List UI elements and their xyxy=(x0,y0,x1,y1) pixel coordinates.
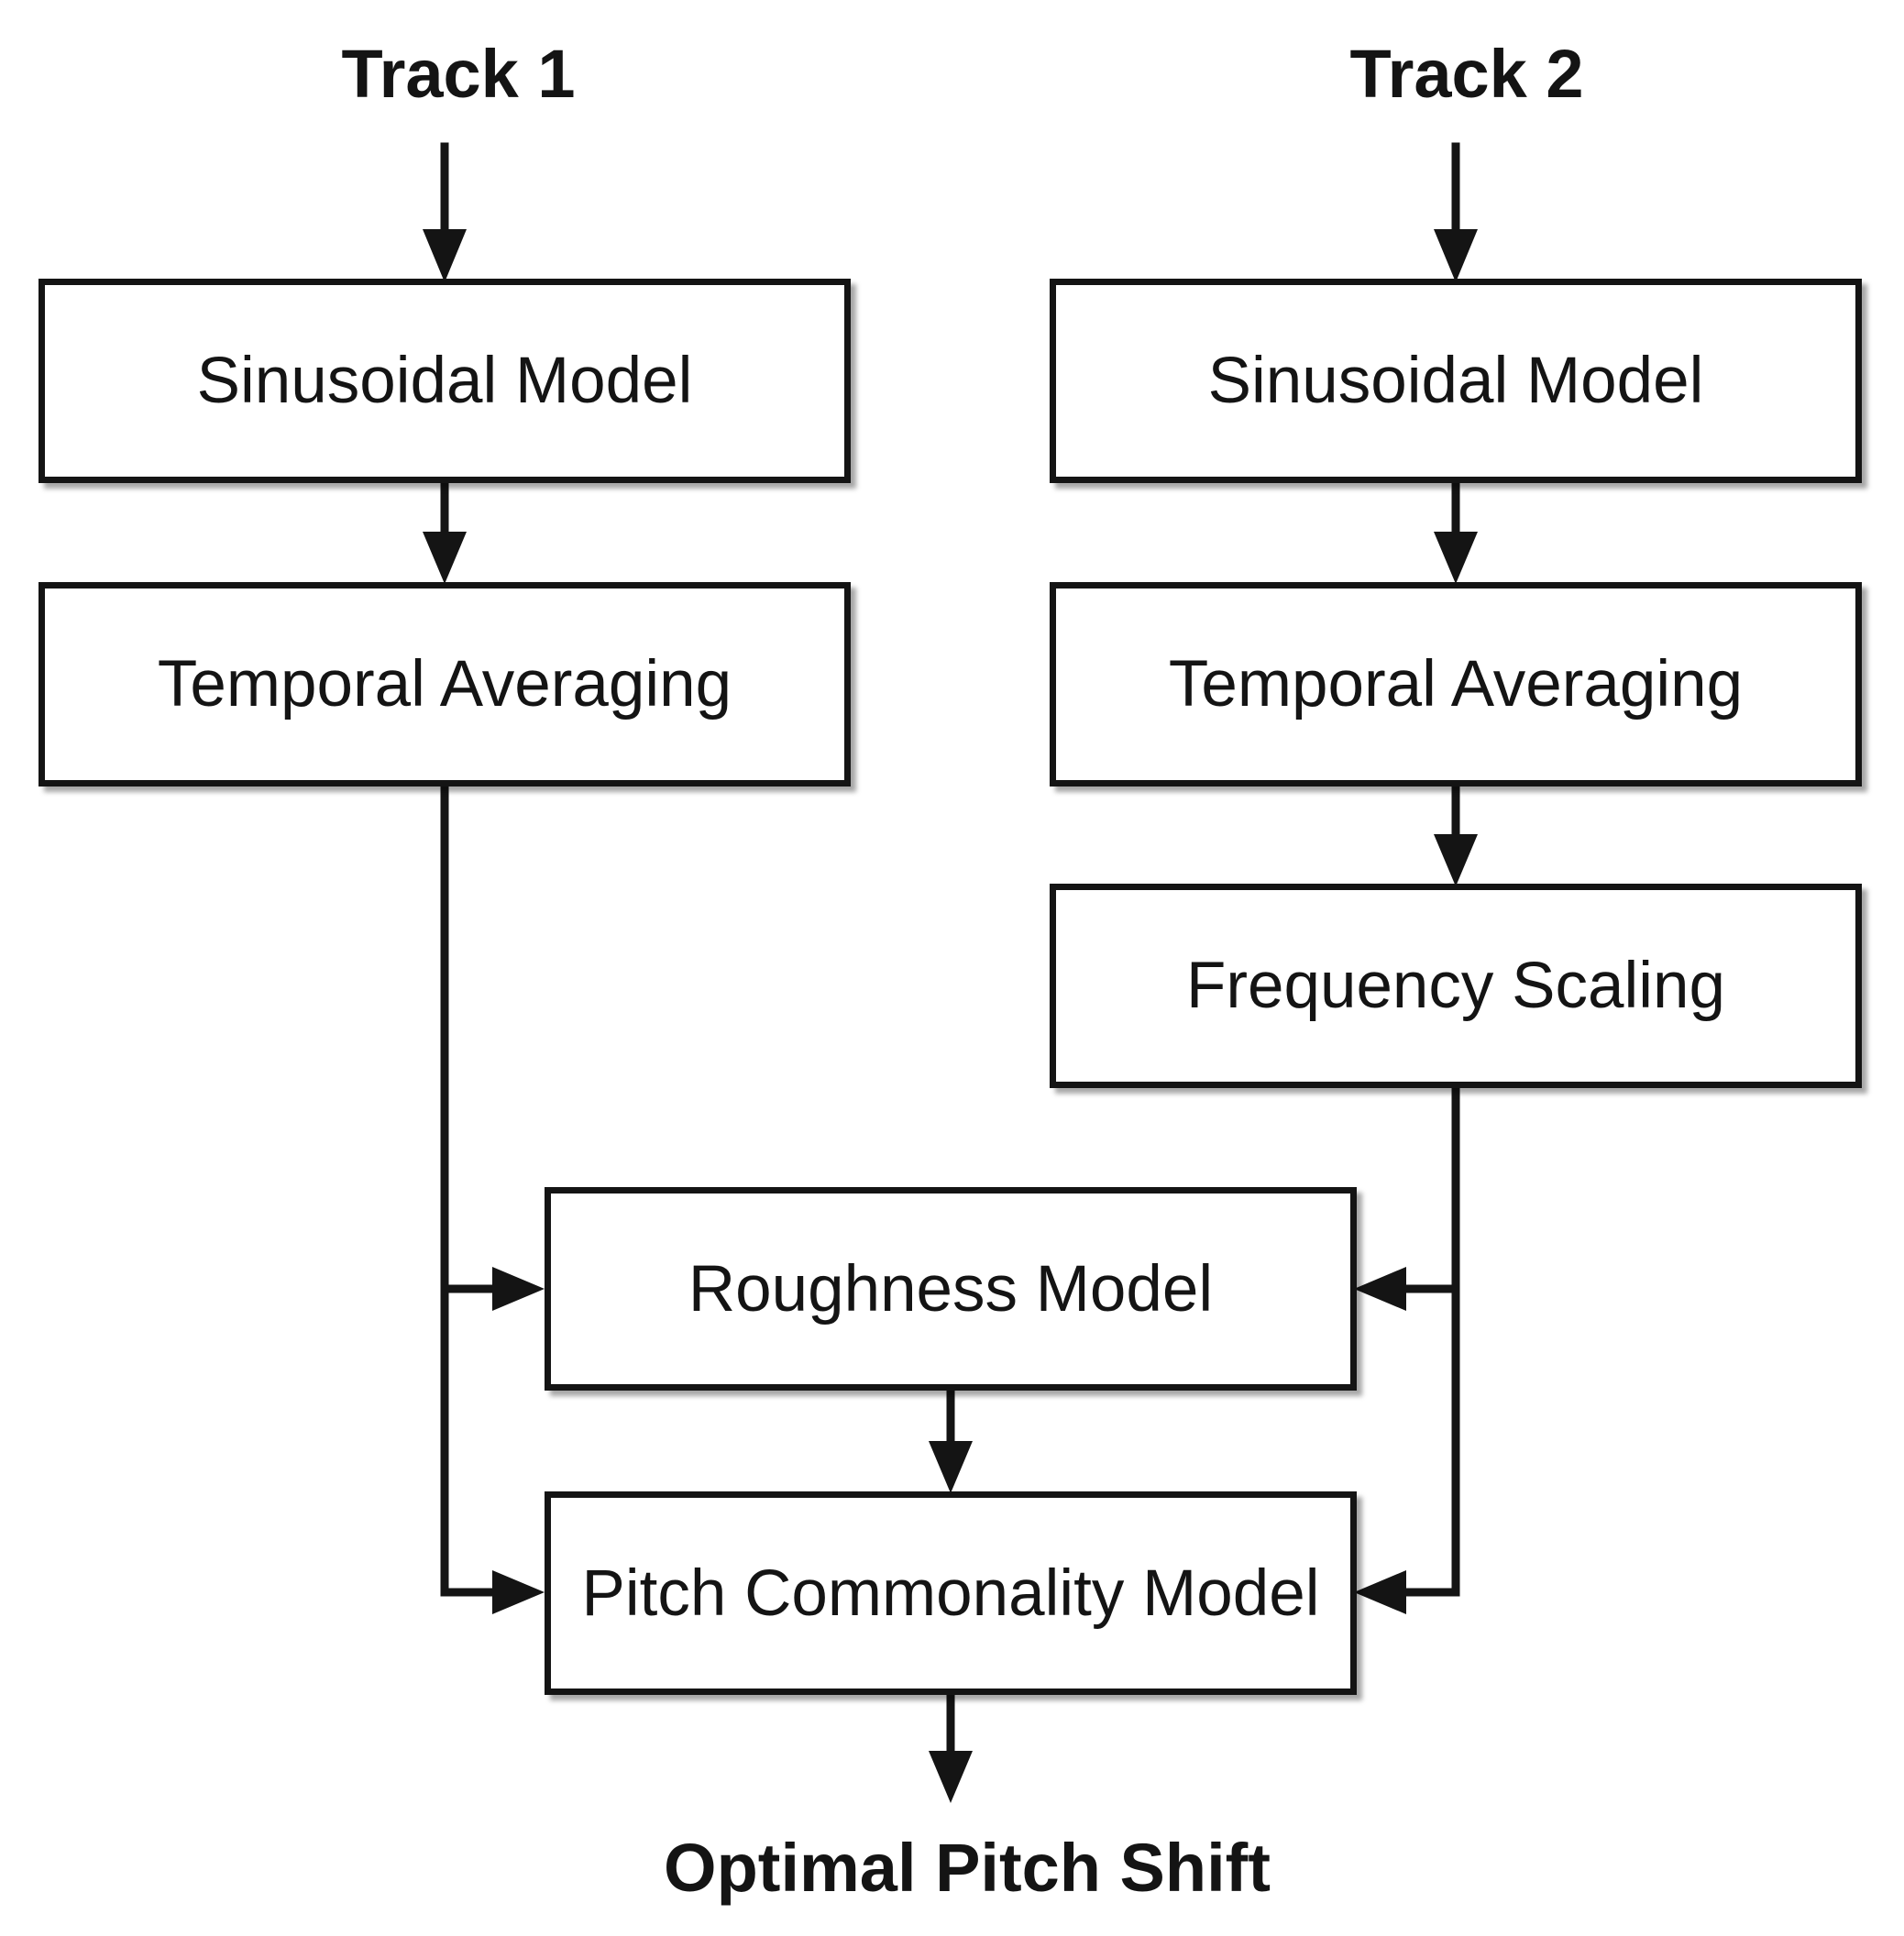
arrowhead-t2-pitch xyxy=(1354,1570,1406,1614)
track2-title: Track 2 xyxy=(1349,36,1584,112)
track1-title: Track 1 xyxy=(341,36,576,112)
arrowhead-output xyxy=(929,1751,973,1803)
arrowhead-track1-input xyxy=(423,229,467,282)
track2-sinusoidal-model-label: Sinusoidal Model xyxy=(1207,345,1704,417)
arrowhead-t1-pitch xyxy=(492,1570,545,1614)
roughness-model-box: Roughness Model xyxy=(545,1187,1357,1391)
arrowhead-t1-temporal xyxy=(423,532,467,584)
pitch-commonality-model-box: Pitch Commonality Model xyxy=(545,1491,1357,1695)
track1-temporal-averaging-label: Temporal Averaging xyxy=(157,648,732,720)
track2-temporal-averaging-box: Temporal Averaging xyxy=(1050,582,1862,786)
track1-trunk-line xyxy=(440,782,500,1597)
arrowhead-t2-roughness xyxy=(1354,1267,1406,1311)
track2-temporal-averaging-label: Temporal Averaging xyxy=(1168,648,1744,720)
track2-trunk-line xyxy=(1398,1084,1460,1597)
arrowhead-track2-input xyxy=(1434,229,1478,282)
track2-frequency-scaling-label: Frequency Scaling xyxy=(1185,950,1726,1022)
track1-sinusoidal-model-box: Sinusoidal Model xyxy=(39,279,851,483)
arrowhead-t2-frequency xyxy=(1434,834,1478,886)
pitch-commonality-model-label: Pitch Commonality Model xyxy=(581,1556,1320,1630)
track1-temporal-averaging-box: Temporal Averaging xyxy=(39,582,851,786)
arrowhead-roughness-pitch xyxy=(929,1441,973,1493)
track2-frequency-scaling-box: Frequency Scaling xyxy=(1050,884,1862,1088)
track2-sinusoidal-model-box: Sinusoidal Model xyxy=(1050,279,1862,483)
track1-sinusoidal-model-label: Sinusoidal Model xyxy=(196,345,693,417)
arrowhead-t1-roughness xyxy=(492,1267,545,1311)
arrowhead-t2-temporal xyxy=(1434,532,1478,584)
roughness-model-label: Roughness Model xyxy=(688,1252,1214,1326)
output-title: Optimal Pitch Shift xyxy=(664,1830,1271,1906)
